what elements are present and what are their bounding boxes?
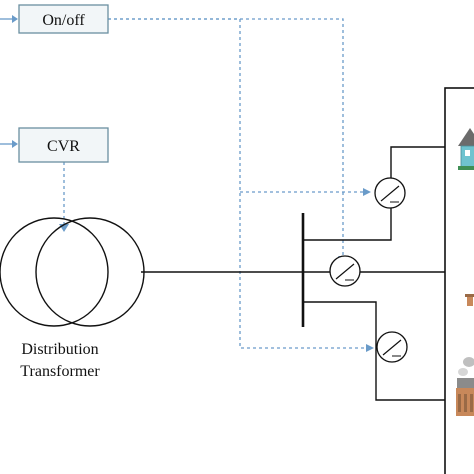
factory-icon — [456, 357, 474, 416]
onoff-input-arrow — [12, 15, 18, 23]
regulator-mid — [329, 255, 361, 287]
input-arrows — [0, 15, 18, 148]
control-links — [63, 18, 372, 349]
cvr-box: CVR — [18, 127, 109, 163]
arrow-to-regulator-top — [363, 188, 371, 196]
power-lines — [141, 146, 445, 401]
cvr-label: CVR — [47, 138, 80, 155]
transformer-winding-primary — [0, 217, 109, 327]
transformer-label-line1: Distribution — [21, 341, 98, 358]
onoff-link-b — [108, 18, 344, 258]
onoff-box: On/off — [18, 4, 109, 34]
feeder-top — [303, 146, 445, 241]
cvr-input-arrow — [12, 140, 18, 148]
load-icon-small — [465, 294, 474, 306]
feeder-bottom — [303, 301, 445, 401]
house-icon — [458, 128, 474, 170]
distribution-transformer-symbol — [0, 217, 145, 327]
transformer-label-line2: Transformer — [20, 363, 100, 380]
onoff-link-a — [108, 18, 372, 349]
arrow-to-regulator-bottom — [366, 344, 374, 352]
transformer-winding-secondary — [35, 217, 145, 327]
regulator-top — [374, 177, 406, 209]
link-arrowheads — [59, 188, 374, 352]
regulator-bottom — [376, 331, 408, 363]
onoff-label: On/off — [42, 12, 85, 29]
